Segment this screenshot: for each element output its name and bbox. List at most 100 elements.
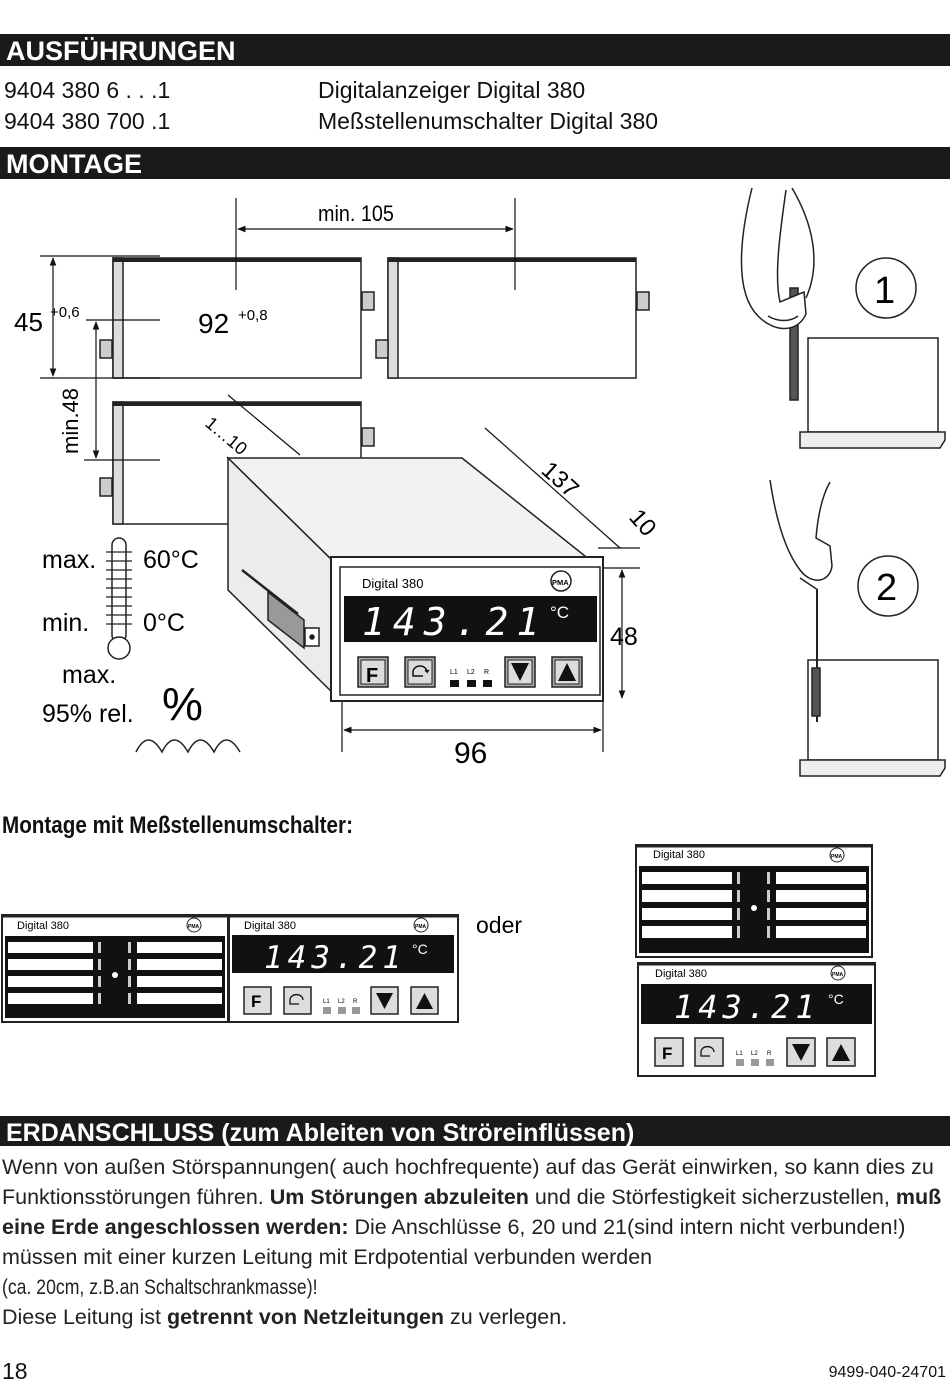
led-label: L2 [338,999,345,1005]
stacked-device-name: Digital 380 [655,968,707,980]
stacked-switcher-name: Digital 380 [653,849,705,861]
module-f-label: F [251,992,261,1011]
display-module-stacked: Digital 380 PMA 143.21 °C F L1 L2 R [637,962,876,1077]
dim-10: 10 [624,504,662,542]
led-label: L1 [736,1051,743,1057]
led-l2 [338,1007,346,1014]
grounding-paragraph: Wenn von außen Störspannungen( auch hoch… [2,1152,947,1332]
page-number: 18 [2,1358,28,1384]
arrow-down-icon [792,1044,810,1061]
section-title-ausfuehrungen: AUSFÜHRUNGEN [0,34,950,66]
led-label: R [767,1051,772,1057]
dim-92: 92 [198,308,229,339]
para-text: zu verlegen. [444,1305,568,1329]
variant-desc: Meßstellenumschalter Digital 380 [318,108,659,134]
humidity-wave-icon [135,739,241,754]
brand-label: PMA [831,854,843,860]
led-label: L1 [323,999,330,1005]
loop-button-face [407,659,433,685]
dim-min48: min.48 [58,388,83,454]
percent-sign: % [162,678,203,730]
f-button-label: F [366,665,378,687]
brand-label: PMA [415,924,427,930]
brand-label: PMA [552,578,569,587]
dim-45: 45 [14,307,43,337]
dim-137: 137 [536,456,584,503]
brand-label: PMA [188,924,200,930]
step-1-number: 1 [874,270,895,312]
module-f-button[interactable] [243,986,272,1015]
oder-label: oder [476,912,522,938]
led-l2 [467,680,476,687]
arrow-up-icon [416,993,433,1009]
display-unit: °C [550,603,569,622]
display-module: Digital 380 PMA 143.21 °C F L1 L2 R [228,914,459,1023]
dim-96: 96 [454,737,487,770]
led-l2 [751,1059,759,1066]
display-panel [344,596,597,642]
device-name: Digital 380 [362,576,423,591]
stacked-display-panel [641,984,872,1024]
stacked-display-unit: °C [828,991,844,1007]
pma-logo-icon [829,847,845,863]
module-display-value: 143.21 [264,940,406,976]
humidity-value: 95% rel. [42,700,134,728]
module-loop-button[interactable] [283,986,312,1015]
f-button-face [360,659,386,685]
stacked-display-value: 143.21 [674,988,820,1026]
device-front: Digital 380 PMA 143.21 °C F L1 L2 R [330,556,604,702]
temp-min-value: 0°C [143,609,185,637]
loop-icon [289,993,304,1005]
variant-code: 9404 380 700 .1 [4,108,171,134]
dim-48: 48 [610,623,638,651]
variant-desc: Digitalanzeiger Digital 380 [318,77,586,103]
para-text: und die Störfestigkeit sicherzustellen, [528,1185,896,1209]
pma-logo-icon [550,570,572,592]
dim-min105: min. 105 [318,202,394,226]
led-label: L1 [450,669,458,676]
para-note: (ca. 20cm, z.B.an Schaltschrankmasse)! [2,1275,318,1299]
para-bold: Um Störungen abzuleiten [269,1185,529,1209]
para-text: Diese Leitung ist [2,1305,167,1329]
led-r [766,1059,774,1066]
mounting-step-1 [740,187,946,449]
step-2-number: 2 [876,567,897,609]
humidity-max-label: max. [62,661,116,689]
tol-92: +0,8 [238,307,268,324]
para-bold: muß eine Erde angeschlossen werden: [2,1185,942,1239]
brand-label: PMA [832,972,844,978]
arrow-up-icon [558,663,576,681]
module-display-panel [232,935,454,973]
mounting-step-2 [769,479,946,777]
display-value: 143.21 [362,600,547,644]
arrow-down-icon [376,993,393,1009]
switcher-mounting-heading: Montage mit Meßstellenumschalter: [2,812,353,839]
loop-icon [412,665,430,677]
para-text: Die Anschlüsse 6, 20 und 21(sind intern … [2,1215,906,1269]
led-l1 [323,1007,331,1014]
led-label: R [353,999,358,1005]
switcher-module: Digital 380 PMA [1,914,229,1023]
led-label: R [484,669,489,676]
pma-logo-icon [830,965,846,981]
stacked-f-button[interactable] [654,1037,684,1067]
variant-code: 9404 380 6 . . .1 [4,77,171,103]
led-r [483,680,492,687]
switcher-module-stacked: Digital 380 PMA [635,844,873,958]
tol-45: +0,6 [50,304,80,321]
module-device-name: Digital 380 [244,920,296,932]
pma-logo-icon [413,917,429,933]
led-l1 [736,1059,744,1066]
led-l1 [450,680,459,687]
led-r [352,1007,360,1014]
arrow-up-icon [832,1044,850,1061]
module-display-unit: °C [412,941,428,957]
led-label: L2 [751,1051,758,1057]
variant-row: 9404 380 6 . . .1 Digitalanzeiger Digital… [4,76,585,104]
arrow-down-icon [511,663,529,681]
stacked-f-label: F [662,1044,672,1063]
section-title-montage: MONTAGE [0,147,950,179]
device-3d [226,456,603,702]
stacked-loop-button[interactable] [694,1037,724,1067]
